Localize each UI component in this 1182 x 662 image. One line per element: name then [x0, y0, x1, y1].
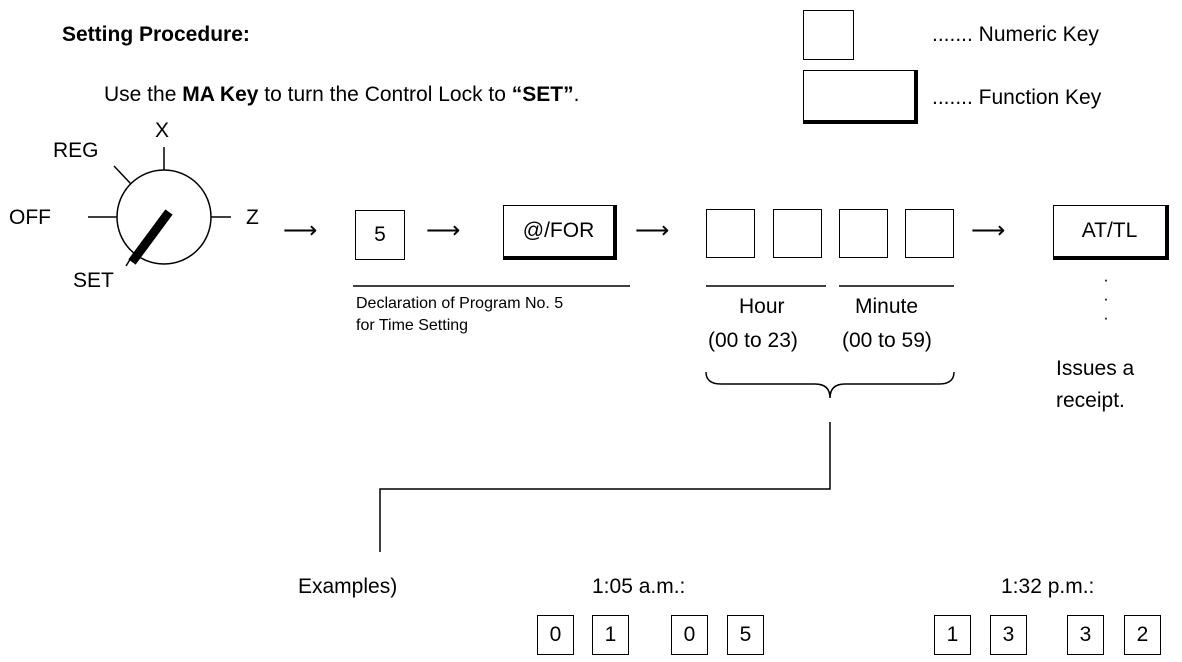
flow-arrow: ⟶: [426, 217, 461, 244]
at-tl-function-key: AT/TL: [1053, 205, 1169, 260]
instruction-lock-position: “SET”: [511, 83, 574, 106]
example-1-digit: 0: [537, 615, 574, 655]
instruction-text: Use the MA Key to turn the Control Lock …: [104, 84, 579, 105]
examples-label: Examples): [298, 575, 398, 598]
hour-range: (00 to 23): [708, 329, 798, 352]
receipt-note-line1: Issues a: [1056, 357, 1135, 380]
example-2-caption: 1:32 p.m.:: [1001, 575, 1095, 598]
example-2-digit: 3: [1067, 615, 1104, 655]
section-title: Setting Procedure:: [62, 23, 250, 46]
example-2-digit: 1: [934, 615, 971, 655]
control-lock-position-reg: REG: [53, 139, 99, 162]
legend-numeric-key-label: ....... Numeric Key: [932, 23, 1099, 46]
minute-label: Minute: [855, 295, 919, 318]
minute-range: (00 to 59): [842, 329, 932, 352]
hour-tens-digit-box: [706, 209, 755, 258]
control-lock-position-off: OFF: [9, 206, 51, 229]
hour-units-digit-box: [773, 209, 822, 258]
ellipsis-dots: ···: [1103, 270, 1109, 327]
hour-label: Hour: [739, 295, 785, 318]
declaration-caption-line2: for Time Setting: [356, 317, 469, 334]
example-2-digit: 2: [1124, 615, 1161, 655]
examples-connector-line: [379, 422, 831, 552]
control-lock-handle-set-position: [128, 209, 173, 265]
flow-arrow: ⟶: [283, 217, 318, 244]
example-1-digit: 0: [671, 615, 708, 655]
minute-units-digit-box: [905, 209, 954, 258]
control-lock-position-set: SET: [73, 269, 114, 292]
example-2-digit: 3: [990, 615, 1027, 655]
legend-function-key-symbol: [803, 70, 918, 124]
for-function-key: @/FOR: [503, 205, 617, 260]
minute-tens-digit-box: [839, 209, 888, 258]
numeric-key-5: 5: [355, 210, 405, 260]
receipt-note-line2: receipt.: [1056, 389, 1125, 412]
dial-tick-reg: [113, 165, 132, 185]
legend-numeric-key-symbol: [803, 10, 854, 60]
instruction-text-part: .: [573, 83, 580, 106]
flow-arrow: ⟶: [971, 217, 1006, 244]
instruction-text-part: to turn the Control Lock to: [258, 83, 512, 106]
example-1-caption: 1:05 a.m.:: [592, 575, 686, 598]
instruction-key-name: MA Key: [182, 83, 259, 106]
control-lock-position-x: X: [155, 119, 170, 142]
instruction-text-part: Use the: [104, 83, 183, 106]
example-1-digit: 5: [727, 615, 764, 655]
example-1-digit: 1: [592, 615, 629, 655]
control-lock-position-z: Z: [246, 206, 259, 229]
flow-arrow: ⟶: [635, 217, 670, 244]
declaration-caption-line1: Declaration of Program No. 5: [356, 295, 564, 312]
hour-minute-brace: [705, 371, 955, 399]
legend-function-key-label: ....... Function Key: [932, 86, 1102, 109]
